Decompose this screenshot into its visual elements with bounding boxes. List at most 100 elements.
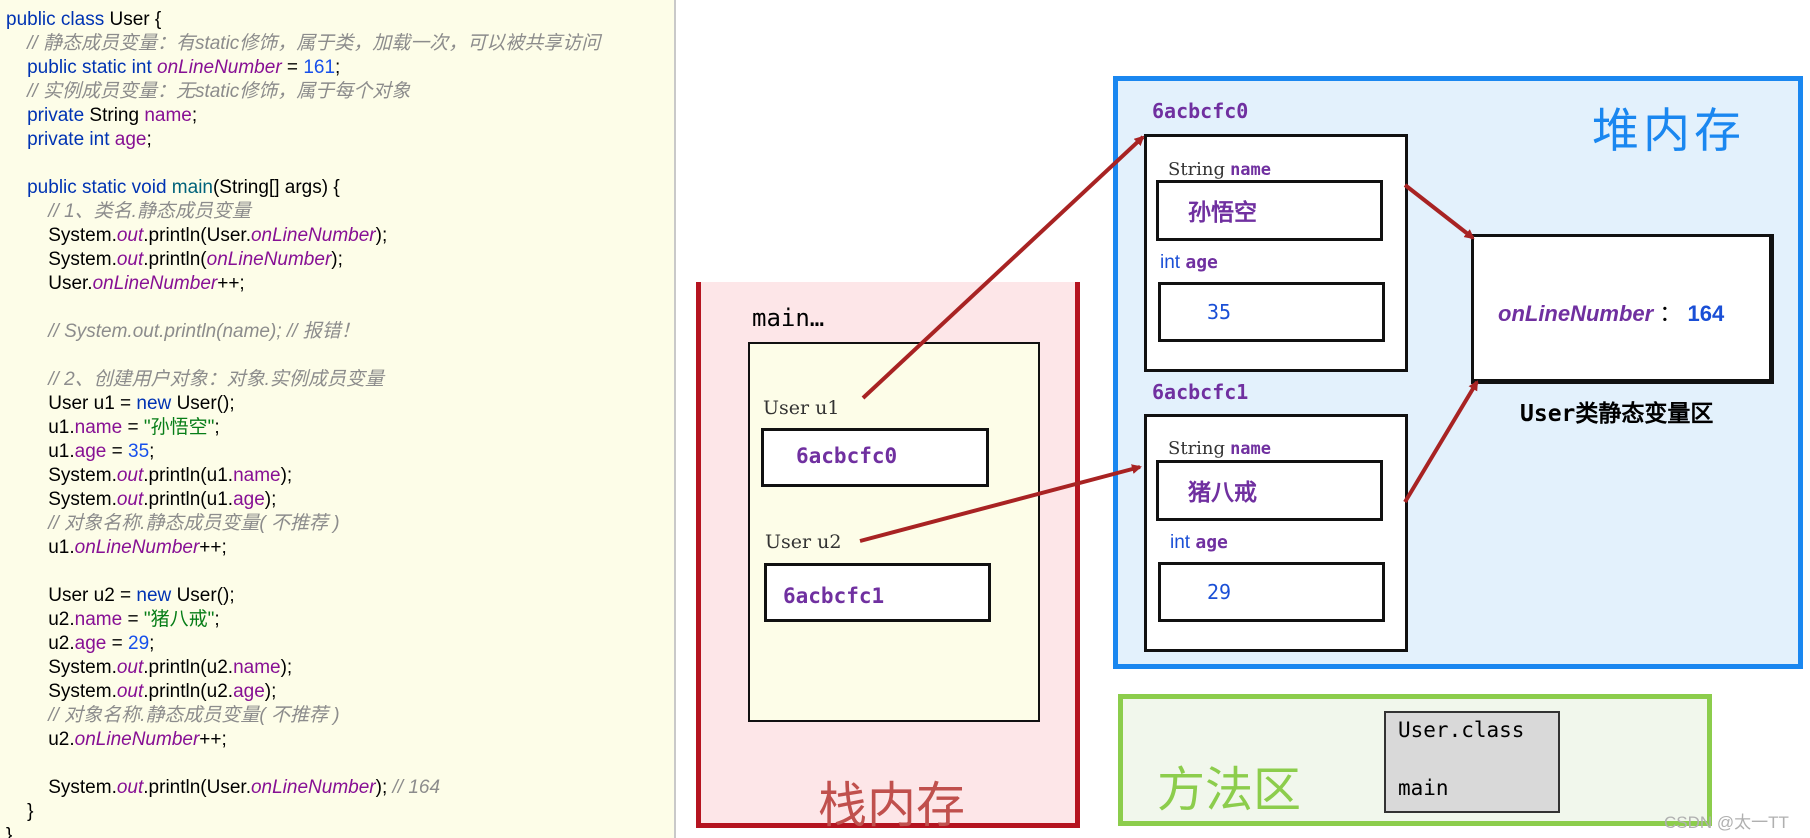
code-token: out: [116, 489, 144, 510]
code-line: System.out.println(User.onLineNumber); /…: [6, 776, 440, 800]
code-line: // 2、创建用户对象：对象.实例成员变量: [6, 368, 384, 392]
code-token: "孙悟空": [143, 417, 215, 438]
code-token: .println(u2.: [143, 681, 234, 702]
code-token: public static void: [6, 177, 172, 198]
code-token: .println(User.: [143, 777, 251, 798]
code-token: =: [281, 57, 304, 78]
code-line: public class User {: [6, 8, 161, 32]
code-token: // 实例成员变量：无static修饰，属于每个对象: [6, 81, 411, 102]
code-line: // 实例成员变量：无static修饰，属于每个对象: [6, 80, 410, 104]
code-token: u1.: [6, 417, 75, 438]
code-token: ;: [335, 57, 341, 78]
code-line: u2.onLineNumber++;: [6, 728, 227, 752]
code-line: // 静态成员变量：有static修饰，属于类，加载一次，可以被共享访问: [6, 32, 600, 56]
code-token: out: [116, 657, 144, 678]
object0-name-field-label: String name: [1168, 159, 1271, 180]
code-token: =: [122, 609, 144, 630]
static-variable-box: [1471, 234, 1774, 384]
code-token: public class: [6, 9, 110, 30]
object1-name-field-label: String name: [1168, 438, 1271, 459]
object1-name-value: 猪八戒: [1188, 480, 1257, 506]
code-token: System.: [6, 249, 117, 270]
stack-frame-label: main…: [752, 304, 825, 332]
code-token: .println(User.: [143, 225, 251, 246]
watermark: CSDN @太一TT: [1664, 813, 1789, 832]
code-line: u1.onLineNumber++;: [6, 536, 227, 560]
object0-address: 6acbcfc0: [1152, 99, 1249, 123]
code-token: // 对象名称.静态成员变量( 不推荐 ): [6, 513, 340, 534]
code-line: // 对象名称.静态成员变量( 不推荐 ): [6, 512, 340, 536]
object1-name-label: name: [1230, 439, 1272, 459]
code-token: ++;: [199, 729, 227, 750]
code-token: System.: [6, 657, 117, 678]
object0-age-box: [1158, 282, 1385, 342]
object0-name-type: String: [1168, 159, 1226, 180]
code-token: 161: [303, 57, 336, 78]
code-token: );: [264, 489, 277, 510]
code-token: =: [122, 417, 144, 438]
class-method-name: main: [1398, 776, 1449, 800]
code-token: name: [233, 657, 281, 678]
code-token: String: [89, 105, 145, 126]
static-field-name: onLineNumber: [1498, 301, 1654, 326]
var-u2-label: User u2: [765, 531, 842, 553]
code-line: private String name;: [6, 104, 197, 128]
code-line: System.out.println(User.onLineNumber);: [6, 224, 387, 248]
code-token: onLineNumber: [157, 57, 282, 78]
code-token: ++;: [199, 537, 227, 558]
code-line: public static int onLineNumber = 161;: [6, 56, 340, 80]
code-line: u1.name = "孙悟空";: [6, 416, 219, 440]
code-token: u2.: [6, 729, 75, 750]
code-line: System.out.println(u2.name);: [6, 656, 292, 680]
code-token: .println(: [143, 249, 207, 270]
stack-memory-title: 栈内存: [818, 777, 966, 834]
object1-age-box: [1158, 562, 1385, 622]
code-line: // System.out.println(name); // 报错！: [6, 320, 360, 344]
code-token: ;: [214, 609, 220, 630]
static-variable-line: onLineNumber ： 164: [1498, 296, 1724, 328]
code-token: );: [280, 657, 293, 678]
code-token: }: [6, 801, 34, 822]
var-u2-value: 6acbcfc1: [783, 584, 885, 608]
code-token: // 164: [392, 777, 441, 798]
var-u2-box: [764, 563, 991, 622]
code-token: u1.: [6, 441, 75, 462]
code-line: System.out.println(u1.name);: [6, 464, 292, 488]
code-token: main: [171, 177, 213, 198]
code-line: u2.age = 29;: [6, 632, 154, 656]
code-token: System.: [6, 681, 117, 702]
code-token: // 静态成员变量：有static修饰，属于类，加载一次，可以被共享访问: [6, 33, 601, 54]
code-token: // 1、类名.静态成员变量: [6, 201, 251, 222]
class-file-box: [1384, 711, 1560, 813]
code-line: // 1、类名.静态成员变量: [6, 200, 251, 224]
code-token: u1.: [6, 537, 75, 558]
object0-name-label: name: [1230, 160, 1272, 180]
code-line: }: [6, 824, 12, 838]
code-token: =: [106, 441, 129, 462]
code-token: System.: [6, 465, 117, 486]
code-token: User u2 =: [6, 585, 137, 606]
code-token: name: [74, 609, 123, 630]
code-line: System.out.println(u2.age);: [6, 680, 276, 704]
code-token: );: [375, 777, 393, 798]
code-token: User();: [176, 393, 235, 414]
code-token: out: [116, 777, 144, 798]
object0-age-value: 35: [1207, 300, 1232, 324]
code-token: out: [116, 465, 144, 486]
code-token: onLineNumber: [74, 537, 200, 558]
code-token: onLineNumber: [250, 225, 376, 246]
code-line: System.out.println(u1.age);: [6, 488, 276, 512]
code-token: (String[] args) {: [212, 177, 340, 198]
object1-address: 6acbcfc1: [1152, 380, 1249, 404]
code-line: }: [6, 800, 33, 824]
object0-age-label: age: [1185, 252, 1218, 273]
code-token: u2.: [6, 633, 75, 654]
code-token: .println(u1.: [143, 489, 234, 510]
code-token: User.: [6, 273, 93, 294]
code-line: User u1 = new User();: [6, 392, 235, 416]
code-token: // 对象名称.静态成员变量( 不推荐 ): [6, 705, 340, 726]
object1-name-type: String: [1168, 438, 1226, 459]
code-token: // 2、创建用户对象：对象.实例成员变量: [6, 369, 384, 390]
code-token: onLineNumber: [92, 273, 218, 294]
var-u1-label: User u1: [763, 397, 840, 419]
